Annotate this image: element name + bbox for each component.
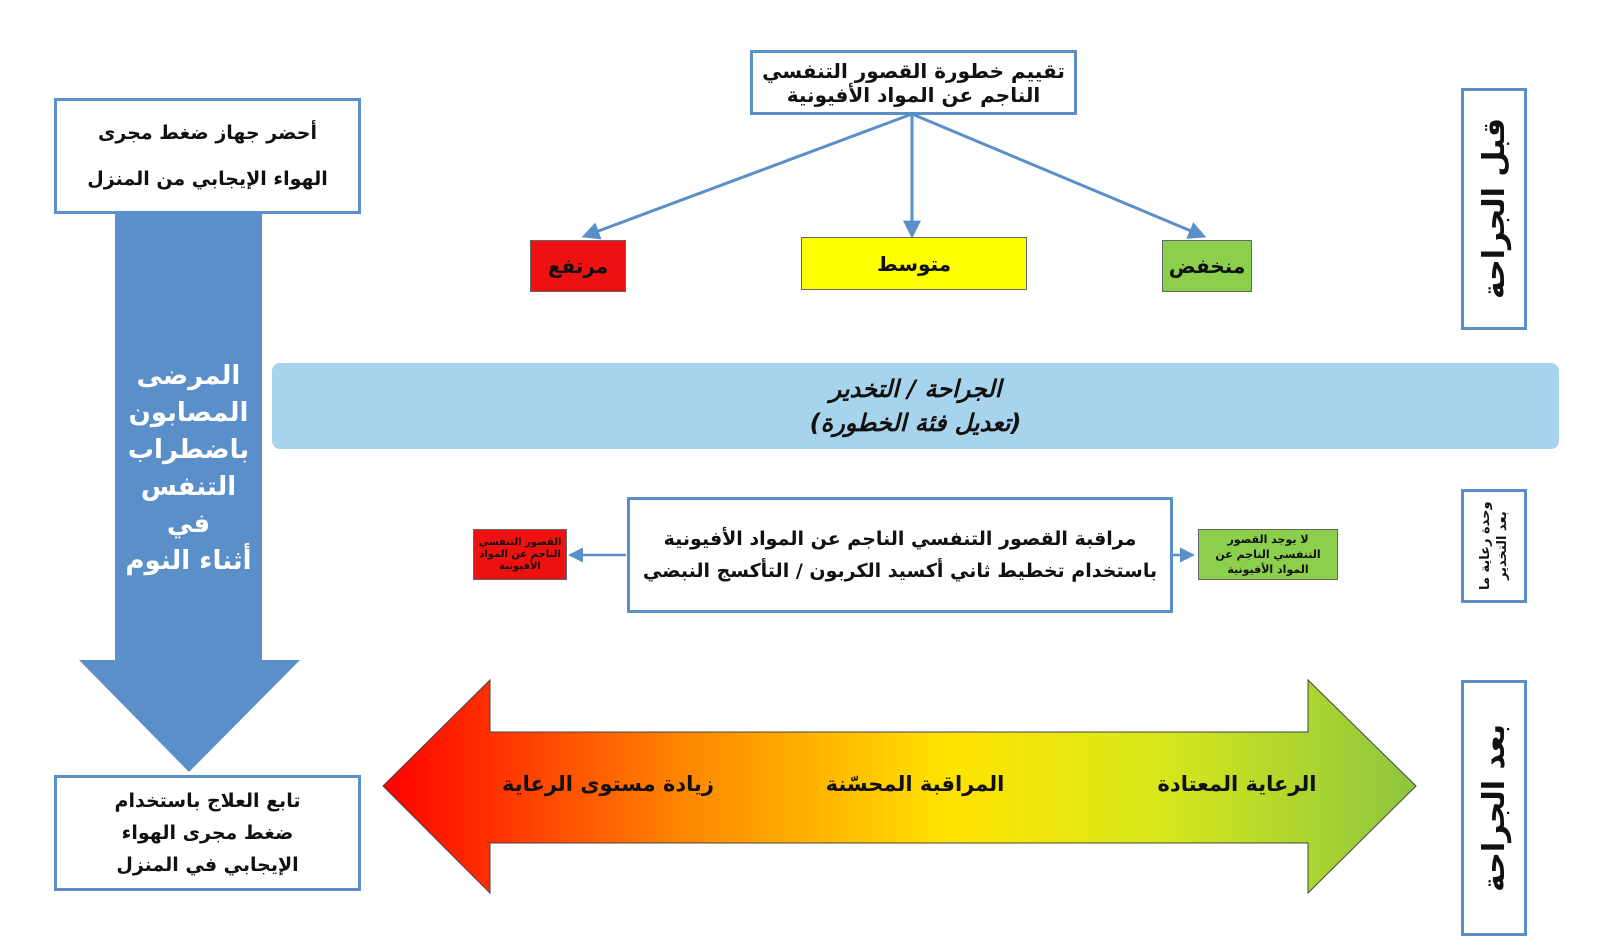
continue-cpap-box: تابع العلاج باستخدام ضغط مجرى الهواء الإ…: [54, 775, 361, 891]
continue-cpap-line-2: ضغط مجرى الهواء: [121, 822, 294, 844]
osa-patients-label: المرضى المصابون باضطراب التنفس في أثناء …: [115, 358, 262, 580]
no-oird-label: لا يوجد القصور التنفسي الناجم عن المواد …: [1215, 533, 1321, 576]
risk-medium-box: متوسط: [801, 237, 1027, 290]
monitoring-line-1: مراقبة القصور التنفسي الناجم عن المواد ا…: [663, 528, 1137, 550]
osa-line-3: باضطراب: [127, 435, 250, 465]
risk-low-box: منخفض: [1162, 240, 1252, 292]
osa-line-5: أثناء النوم: [125, 546, 252, 576]
care-routine-label: الرعاية المعتادة: [1157, 772, 1317, 796]
osa-line-2: المصابون: [128, 398, 249, 428]
phase-pacu-label: وحدة رعاية ما بعد التخدير: [1478, 501, 1510, 591]
bring-cpap-box: أحضر جهاز ضغط مجرى الهواء الإيجابي من ال…: [54, 98, 361, 214]
phase-pacu: وحدة رعاية ما بعد التخدير: [1461, 489, 1527, 603]
phase-after-surgery: بعد الجراحة: [1461, 680, 1527, 936]
surgery-band-subtitle: (تعديل فئة الخطورة): [809, 409, 1022, 437]
oird-present-box: القصور التنفسي الناجم عن المواد الأفيوني…: [473, 529, 567, 580]
oird-monitoring-box: مراقبة القصور التنفسي الناجم عن المواد ا…: [627, 497, 1173, 613]
risk-low-label: منخفض: [1168, 254, 1246, 278]
connector-to-low: [911, 112, 1207, 239]
continue-cpap-line-3: الإيجابي في المنزل: [116, 854, 299, 876]
risk-high-box: مرتفع: [530, 240, 626, 292]
care-increased-label: زيادة مستوى الرعاية: [501, 772, 714, 796]
surgery-band-title: الجراحة / التخدير: [829, 375, 1002, 403]
monitoring-line-2: باستخدام تخطيط ثاني أكسيد الكربون / التأ…: [642, 560, 1158, 582]
surgery-anesthesia-band: الجراحة / التخدير (تعديل فئة الخطورة): [272, 363, 1559, 449]
connector-to-high: [581, 112, 913, 240]
osa-line-4: التنفس في: [140, 472, 237, 539]
osa-line-1: المرضى: [136, 361, 241, 391]
risk-assessment-line-1: تقييم خطورة القصور التنفسي: [762, 58, 1065, 83]
continue-cpap-line-1: تابع العلاج باستخدام: [114, 790, 301, 812]
bring-cpap-line-1: أحضر جهاز ضغط مجرى: [97, 122, 318, 144]
risk-high-label: مرتفع: [547, 254, 609, 278]
bring-cpap-line-2: الهواء الإيجابي من المنزل: [87, 168, 328, 190]
phase-before-surgery: قبل الجراحة: [1461, 88, 1527, 330]
no-oird-box: لا يوجد القصور التنفسي الناجم عن المواد …: [1198, 529, 1338, 580]
osa-down-arrow: [79, 213, 300, 772]
oird-present-label: القصور التنفسي الناجم عن المواد الأفيوني…: [478, 536, 562, 572]
care-enhanced-label: المراقبة المحسّنة: [825, 772, 1005, 796]
risk-assessment-box: تقييم خطورة القصور التنفسي الناجم عن الم…: [750, 50, 1077, 115]
risk-assessment-line-2: الناجم عن المواد الأفيونية: [786, 82, 1041, 107]
risk-medium-label: متوسط: [876, 251, 952, 276]
phase-before-surgery-label: قبل الجراحة: [1476, 118, 1512, 300]
care-level-arrow: [382, 678, 1417, 895]
phase-after-surgery-label: بعد الجراحة: [1476, 724, 1512, 892]
